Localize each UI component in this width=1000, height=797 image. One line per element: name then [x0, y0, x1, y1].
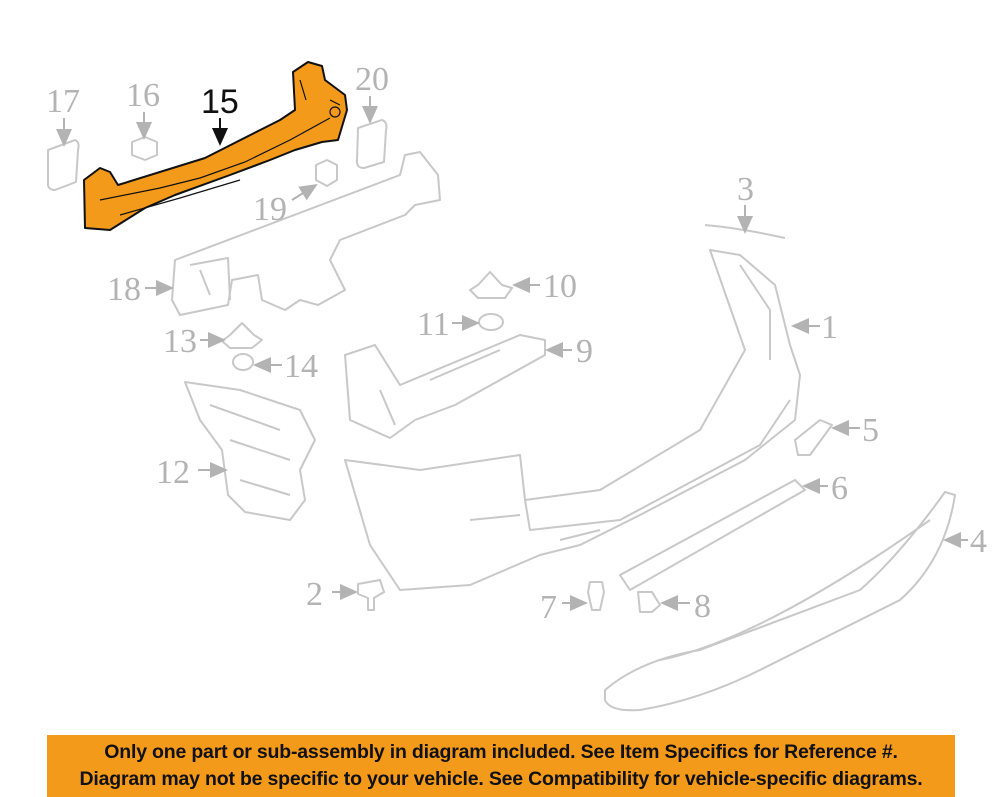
callout-19: 19 — [253, 191, 287, 228]
callout-3: 3 — [737, 171, 754, 208]
part-14-grommet — [232, 353, 254, 371]
callout-16: 16 — [126, 77, 160, 114]
callout-1: 1 — [821, 309, 838, 346]
part-19-nut — [315, 159, 338, 187]
callout-6: 6 — [831, 470, 848, 507]
callout-15: 15 — [201, 83, 239, 121]
callout-17: 17 — [46, 83, 80, 120]
part-9-bracket — [344, 334, 546, 439]
part-12-bracket — [184, 381, 316, 521]
part-7-clip — [587, 581, 605, 611]
part-8-nut — [637, 591, 661, 613]
callout-10: 10 — [543, 268, 577, 305]
callout-18: 18 — [107, 271, 141, 308]
callout-4: 4 — [970, 523, 987, 560]
callout-14: 14 — [284, 348, 318, 385]
callout-9: 9 — [576, 333, 593, 370]
disclaimer-banner: Only one part or sub-assembly in diagram… — [47, 735, 955, 797]
part-15-reinforcement-bar — [83, 61, 348, 231]
callout-20: 20 — [355, 61, 389, 98]
part-13-nut — [221, 322, 263, 349]
disclaimer-line-2: Diagram may not be specific to your vehi… — [79, 768, 923, 790]
part-16-nut — [131, 136, 158, 161]
part-20-plate — [355, 119, 388, 169]
callout-5: 5 — [862, 412, 879, 449]
arrow-19 — [291, 183, 318, 201]
part-17-plate — [46, 139, 80, 191]
callout-11: 11 — [417, 306, 450, 343]
callout-8: 8 — [694, 588, 711, 625]
callout-7: 7 — [540, 589, 557, 626]
disclaimer-line-1: Only one part or sub-assembly in diagram… — [104, 741, 898, 763]
callout-13: 13 — [163, 323, 197, 360]
part-2-pin — [357, 579, 385, 611]
parts-diagram: 17 16 15 20 19 3 18 10 11 1 9 13 14 5 12… — [46, 61, 987, 712]
part-5-clip — [794, 419, 833, 456]
callout-2: 2 — [306, 576, 323, 613]
part-10-nut — [469, 271, 513, 299]
part-11-grommet — [478, 313, 504, 331]
callout-12: 12 — [156, 454, 190, 491]
part-1-bumper-cover — [344, 249, 801, 591]
